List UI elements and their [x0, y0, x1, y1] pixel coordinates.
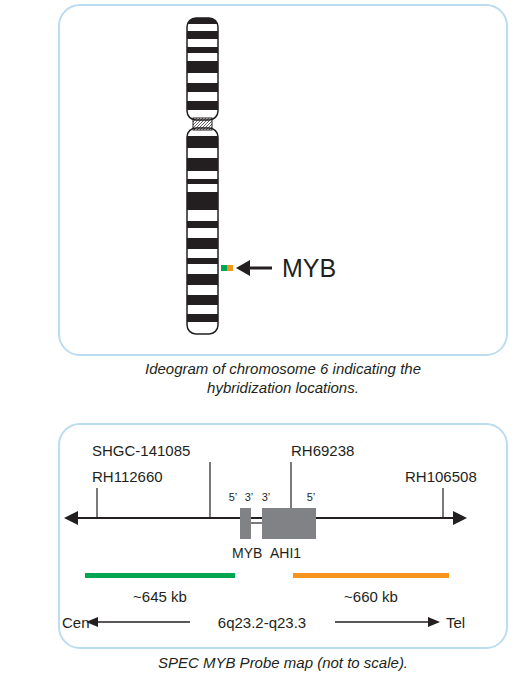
pointer-arrow — [236, 260, 272, 276]
strand-end: 5’ — [307, 492, 316, 503]
strand-end: 3’ — [262, 492, 271, 503]
orientation-label: Cen — [62, 615, 90, 630]
gene-name: MYB — [232, 546, 262, 560]
orientation-label: Tel — [446, 615, 465, 630]
marker-name: RH69238 — [291, 443, 354, 458]
figure-panel: Ideogram of chromosome 6 indicating the … — [58, 4, 508, 356]
figure-caption: SPEC MYB Probe map (not to scale). — [118, 653, 448, 672]
probe-size: ~660 kb — [344, 589, 398, 604]
gene-label: MYB — [282, 256, 336, 281]
probe-map — [64, 462, 467, 627]
gene-name: AHI1 — [270, 546, 301, 560]
marker-name: RH106508 — [405, 469, 477, 484]
figure-caption: Ideogram of chromosome 6 indicating the … — [133, 359, 433, 397]
green-probe-signal — [221, 265, 227, 271]
orange-probe-signal — [227, 265, 233, 271]
band-location: 6q23.2-q23.3 — [218, 615, 306, 630]
strand-end: 5’ — [229, 492, 238, 503]
marker-name: SHGC-141085 — [92, 443, 190, 458]
probe-size: ~645 kb — [133, 589, 187, 604]
chromosome-ideogram — [187, 18, 218, 334]
marker-name: RH112660 — [92, 469, 163, 484]
strand-end: 3’ — [245, 492, 254, 503]
